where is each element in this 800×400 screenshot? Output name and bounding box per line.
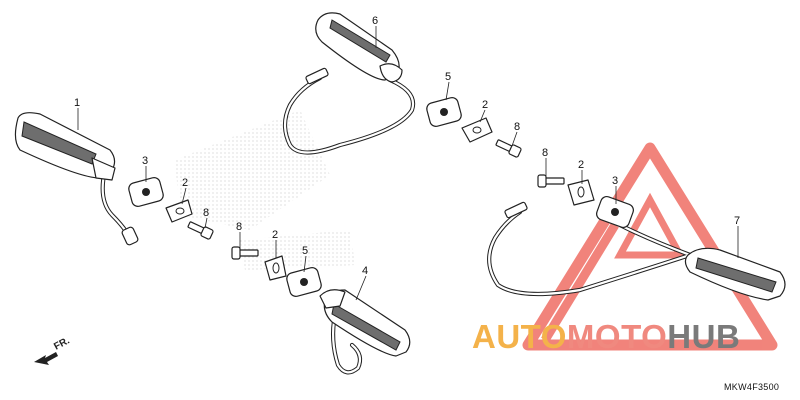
watermark-triangle-logo — [522, 142, 778, 351]
direction-label: FR. — [52, 335, 72, 352]
callout-8: 8 — [236, 221, 242, 233]
callout-2: 2 — [182, 177, 188, 189]
leader-lines — [77, 26, 739, 301]
grommet-5-upper — [426, 97, 462, 127]
grommet-3-left — [128, 177, 164, 207]
callout-2: 2 — [482, 99, 488, 111]
collar-2-d — [567, 179, 595, 206]
turn-signal-rear-right — [487, 201, 786, 301]
bolt-8-a — [187, 221, 214, 240]
turn-signal-front-left — [14, 112, 139, 246]
callout-numbers: 1 2 2 2 2 3 3 4 5 5 6 7 8 8 8 8 — [74, 15, 740, 277]
callout-5: 5 — [445, 71, 451, 83]
diagram-code: MKW4F3500 — [724, 382, 779, 392]
callout-8: 8 — [203, 207, 209, 219]
callout-2: 2 — [578, 159, 584, 171]
watermark-moto: MOTO — [567, 318, 667, 355]
callout-8: 8 — [514, 121, 520, 133]
grommet-3-right — [596, 195, 634, 229]
callout-3: 3 — [612, 175, 618, 187]
watermark-auto: AUTO — [472, 318, 567, 355]
callout-8: 8 — [542, 147, 548, 159]
watermark-hub: HUB — [667, 318, 740, 355]
callout-6: 6 — [372, 15, 378, 27]
bolt-8-d — [537, 174, 565, 188]
turn-signal-front-right — [282, 12, 416, 155]
callout-5: 5 — [302, 245, 308, 257]
watermark-text: AUTOMOTOHUB — [472, 318, 740, 355]
callout-1: 1 — [74, 97, 80, 109]
collar-2-b — [461, 117, 493, 143]
background-brand-logo — [175, 110, 355, 270]
front-direction-indicator: FR. — [34, 335, 72, 365]
callout-3: 3 — [142, 155, 148, 167]
bolt-8-b — [495, 139, 522, 158]
grommet-5-lower — [286, 267, 322, 297]
callout-7: 7 — [734, 215, 740, 227]
turn-signal-rear-left — [319, 289, 411, 375]
callout-4: 4 — [362, 265, 368, 277]
callout-2: 2 — [272, 229, 278, 241]
bolt-8-c — [231, 246, 259, 260]
collar-2-a — [165, 199, 193, 223]
